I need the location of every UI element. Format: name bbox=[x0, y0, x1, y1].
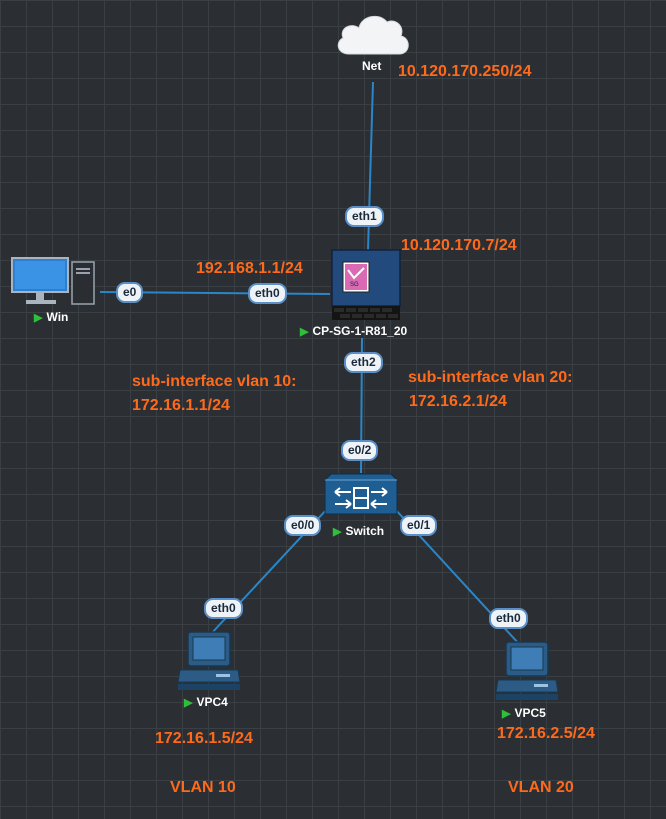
firewall-node[interactable]: SG bbox=[330, 248, 402, 322]
running-icon: ▶ bbox=[502, 708, 511, 720]
vpc4-name: VPC4 bbox=[196, 695, 228, 709]
net-label: Net bbox=[362, 59, 382, 73]
port-win-e0[interactable]: e0 bbox=[116, 282, 144, 303]
vpc5-name: VPC5 bbox=[514, 706, 546, 720]
subif-vlan10-title: sub-interface vlan 10: bbox=[132, 373, 297, 390]
net-node[interactable] bbox=[333, 8, 413, 58]
fw-eth1-ip-label: 10.120.170.7/24 bbox=[401, 237, 517, 254]
port-fw-eth0[interactable]: eth0 bbox=[248, 283, 287, 304]
subif-vlan20-title: sub-interface vlan 20: bbox=[408, 369, 573, 386]
win-node[interactable] bbox=[10, 256, 100, 308]
vlan10-label: VLAN 10 bbox=[170, 779, 236, 796]
vpc4-ip-label: 172.16.1.5/24 bbox=[155, 730, 253, 747]
vpc5-label: ▶VPC5 bbox=[502, 706, 546, 720]
running-icon: ▶ bbox=[184, 697, 193, 709]
net-ip-label: 10.120.170.250/24 bbox=[398, 63, 532, 80]
firewall-label: ▶CP-SG-1-R81_20 bbox=[300, 324, 407, 338]
running-icon: ▶ bbox=[300, 326, 309, 338]
win-label: ▶Win bbox=[34, 310, 68, 324]
desktop-computer-icon bbox=[11, 257, 95, 305]
port-vpc5-eth0[interactable]: eth0 bbox=[489, 608, 528, 629]
vpc5-node[interactable] bbox=[494, 640, 560, 702]
fw-eth0-ip-label: 192.168.1.1/24 bbox=[196, 260, 303, 277]
switch-icon bbox=[324, 473, 398, 515]
switch-label: ▶Switch bbox=[333, 524, 384, 538]
subif-vlan20-ip: 172.16.2.1/24 bbox=[409, 393, 507, 410]
switch-node[interactable] bbox=[323, 470, 399, 520]
win-name: Win bbox=[46, 310, 69, 324]
port-fw-eth2[interactable]: eth2 bbox=[344, 352, 383, 373]
port-vpc4-eth0[interactable]: eth0 bbox=[204, 598, 243, 619]
vlan20-label: VLAN 20 bbox=[508, 779, 574, 796]
cloud-icon bbox=[337, 15, 409, 55]
vpc4-label: ▶VPC4 bbox=[184, 695, 228, 709]
svg-text:SG: SG bbox=[350, 282, 359, 288]
firewall-icon: SG bbox=[331, 249, 401, 320]
vpc-terminal-icon bbox=[495, 641, 559, 700]
port-sw-e0-1[interactable]: e0/1 bbox=[400, 515, 438, 536]
running-icon: ▶ bbox=[333, 526, 342, 538]
switch-name: Switch bbox=[345, 524, 385, 538]
vpc5-ip-label: 172.16.2.5/24 bbox=[497, 725, 595, 742]
port-sw-e0-2[interactable]: e0/2 bbox=[341, 440, 379, 461]
firewall-name: CP-SG-1-R81_20 bbox=[312, 324, 408, 338]
port-fw-eth1[interactable]: eth1 bbox=[345, 206, 384, 227]
vpc-terminal-icon bbox=[177, 631, 241, 690]
port-sw-e0-0[interactable]: e0/0 bbox=[284, 515, 322, 536]
subif-vlan10-ip: 172.16.1.1/24 bbox=[132, 397, 230, 414]
vpc4-node[interactable] bbox=[176, 630, 242, 692]
running-icon: ▶ bbox=[34, 312, 43, 324]
